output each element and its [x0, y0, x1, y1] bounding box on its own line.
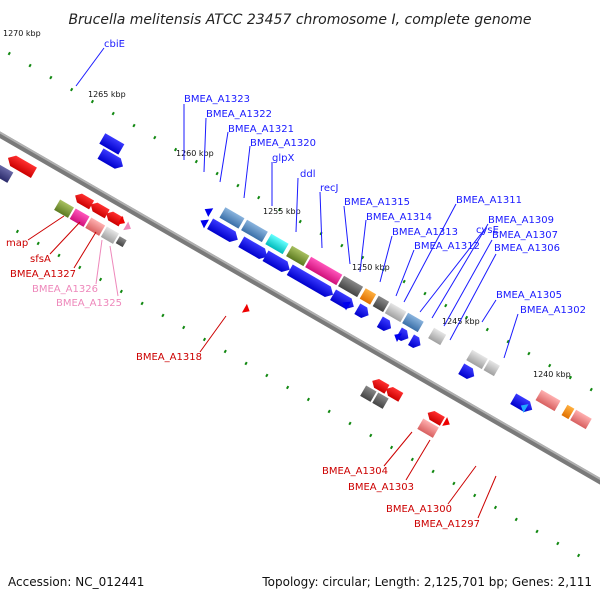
gene-gray-b[interactable]: [372, 295, 390, 313]
gene-BMEA_A1311[interactable]: [376, 316, 394, 334]
label-BMEA_A1311[interactable]: BMEA_A1311: [456, 195, 522, 206]
gene-BMEA_A1318[interactable]: [241, 303, 252, 316]
gene-red-d[interactable]: [370, 377, 390, 394]
kbp-1260: 1260 kbp: [176, 149, 214, 158]
label-BMEA_A1321[interactable]: BMEA_A1321: [228, 124, 294, 135]
label-BMEA_A1326[interactable]: BMEA_A1326: [32, 284, 98, 295]
kbp-1250: 1250 kbp: [352, 263, 390, 272]
label-BMEA_A1304[interactable]: BMEA_A1304: [322, 466, 388, 477]
label-BMEA_A1306[interactable]: BMEA_A1306: [494, 243, 560, 254]
label-BMEA_A1318[interactable]: BMEA_A1318: [136, 352, 202, 363]
gene-cbiE[interactable]: [97, 148, 126, 171]
forward-genes-row1: [97, 148, 535, 415]
kbp-1255: 1255 kbp: [263, 207, 301, 216]
gene-steel-2[interactable]: [241, 219, 268, 243]
label-BMEA_A1303[interactable]: BMEA_A1303: [348, 482, 414, 493]
label-BMEA_A1302[interactable]: BMEA_A1302: [520, 305, 586, 316]
gene-sfsA[interactable]: [54, 199, 74, 218]
gene-map[interactable]: [5, 153, 37, 179]
gene-BMEA_A1305[interactable]: [458, 363, 477, 382]
label-BMEA_A1314[interactable]: BMEA_A1314: [366, 212, 432, 223]
gene-BMEA_A1323[interactable]: [207, 218, 241, 245]
gene-red-b[interactable]: [88, 200, 110, 219]
gene-red-a[interactable]: [73, 191, 95, 210]
gene-red-f[interactable]: [425, 409, 445, 426]
gene-BMEA_A1307[interactable]: [428, 327, 447, 346]
label-BMEA_A1297[interactable]: BMEA_A1297: [414, 519, 480, 530]
kbp-1240: 1240 kbp: [533, 370, 571, 379]
gene-light-d[interactable]: [483, 359, 500, 377]
gene-cysE[interactable]: [402, 312, 424, 333]
gene-BMEA_A1321[interactable]: [238, 236, 270, 262]
label-BMEA_A1322[interactable]: BMEA_A1322: [206, 109, 272, 120]
gene-BMEA_A1312[interactable]: [384, 302, 407, 323]
genome-track: [0, 51, 600, 565]
gene-BMEA_A1300[interactable]: [417, 418, 439, 438]
gene-BMEA_A1303[interactable]: [372, 392, 389, 409]
label-BMEA_A1327[interactable]: BMEA_A1327: [10, 269, 76, 280]
forward-genes-row2: [99, 133, 592, 430]
map-title: Brucella melitensis ATCC 23457 chromosom…: [68, 12, 531, 28]
label-BMEA_A1305[interactable]: BMEA_A1305: [496, 290, 562, 301]
gene-light-c[interactable]: [466, 349, 488, 370]
bottom-leader-lines: [27, 215, 497, 519]
gene-olive[interactable]: [286, 245, 310, 267]
gene-glpX[interactable]: [265, 233, 289, 255]
gene-BMEA_A1327[interactable]: [69, 208, 90, 227]
gene-pink-g[interactable]: [570, 409, 592, 430]
kbp-1265: 1265 kbp: [88, 90, 126, 99]
label-BMEA_A1300[interactable]: BMEA_A1300: [386, 504, 452, 515]
reverse-genes: [0, 153, 450, 438]
gene-recJ[interactable]: [305, 256, 343, 286]
gene-BMEA_A1306[interactable]: [407, 334, 424, 351]
label-BMEA_A1313[interactable]: BMEA_A1313: [392, 227, 458, 238]
gene-small-gray[interactable]: [115, 236, 127, 248]
top-gene-labels: cbiE BMEA_A1323 BMEA_A1322 BMEA_A1321 BM…: [104, 39, 586, 316]
label-BMEA_A1325[interactable]: BMEA_A1325: [56, 298, 122, 309]
kbp-1270: 1270 kbp: [3, 29, 41, 38]
gene-BMEA_A1314[interactable]: [359, 288, 377, 305]
gene-blue-block[interactable]: [99, 133, 125, 155]
gene-gray-a[interactable]: [338, 275, 364, 298]
label-cysE[interactable]: cysE: [476, 225, 499, 236]
summary-text: Topology: circular; Length: 2,125,701 bp…: [261, 575, 592, 589]
chromosome-backbone: [0, 105, 600, 511]
gene-BMEA_A1302[interactable]: [510, 393, 535, 415]
label-BMEA_A1323[interactable]: BMEA_A1323: [184, 94, 250, 105]
gene-ddl[interactable]: [286, 264, 336, 300]
bottom-gene-labels: map sfsA BMEA_A1327 BMEA_A1326 BMEA_A132…: [6, 238, 480, 530]
gene-orange-f[interactable]: [561, 404, 575, 420]
label-recJ[interactable]: recJ: [320, 183, 339, 194]
label-cbiE[interactable]: cbiE: [104, 39, 125, 50]
gene-BMEA_A1326[interactable]: [85, 217, 106, 236]
gene-navy[interactable]: [0, 162, 14, 183]
label-map[interactable]: map: [6, 238, 28, 249]
label-sfsA[interactable]: sfsA: [30, 254, 51, 265]
gene-red-e[interactable]: [384, 385, 404, 402]
label-ddl[interactable]: ddl: [300, 169, 315, 180]
label-BMEA_A1309[interactable]: BMEA_A1309: [488, 215, 554, 226]
label-BMEA_A1312[interactable]: BMEA_A1312: [414, 241, 480, 252]
kbp-labels: 1270 kbp 1265 kbp 1260 kbp 1255 kbp 1250…: [3, 29, 571, 379]
accession-text: Accession: NC_012441: [8, 575, 144, 589]
label-BMEA_A1307[interactable]: BMEA_A1307: [492, 230, 558, 241]
gene-BMEA_A1304[interactable]: [360, 385, 377, 402]
top-leader-lines: [75, 47, 519, 359]
gene-pink-e[interactable]: [535, 389, 561, 412]
label-BMEA_A1315[interactable]: BMEA_A1315: [344, 197, 410, 208]
gene-BMEA_A1313[interactable]: [354, 303, 371, 321]
gene-BMEA_A1320[interactable]: [262, 250, 293, 275]
gene-BMEA_A1322[interactable]: [219, 207, 245, 229]
label-BMEA_A1320[interactable]: BMEA_A1320: [250, 138, 316, 149]
gene-BMEA_A1325[interactable]: [100, 226, 119, 244]
kbp-1245: 1245 kbp: [442, 317, 480, 326]
label-glpX[interactable]: glpX: [272, 153, 294, 164]
